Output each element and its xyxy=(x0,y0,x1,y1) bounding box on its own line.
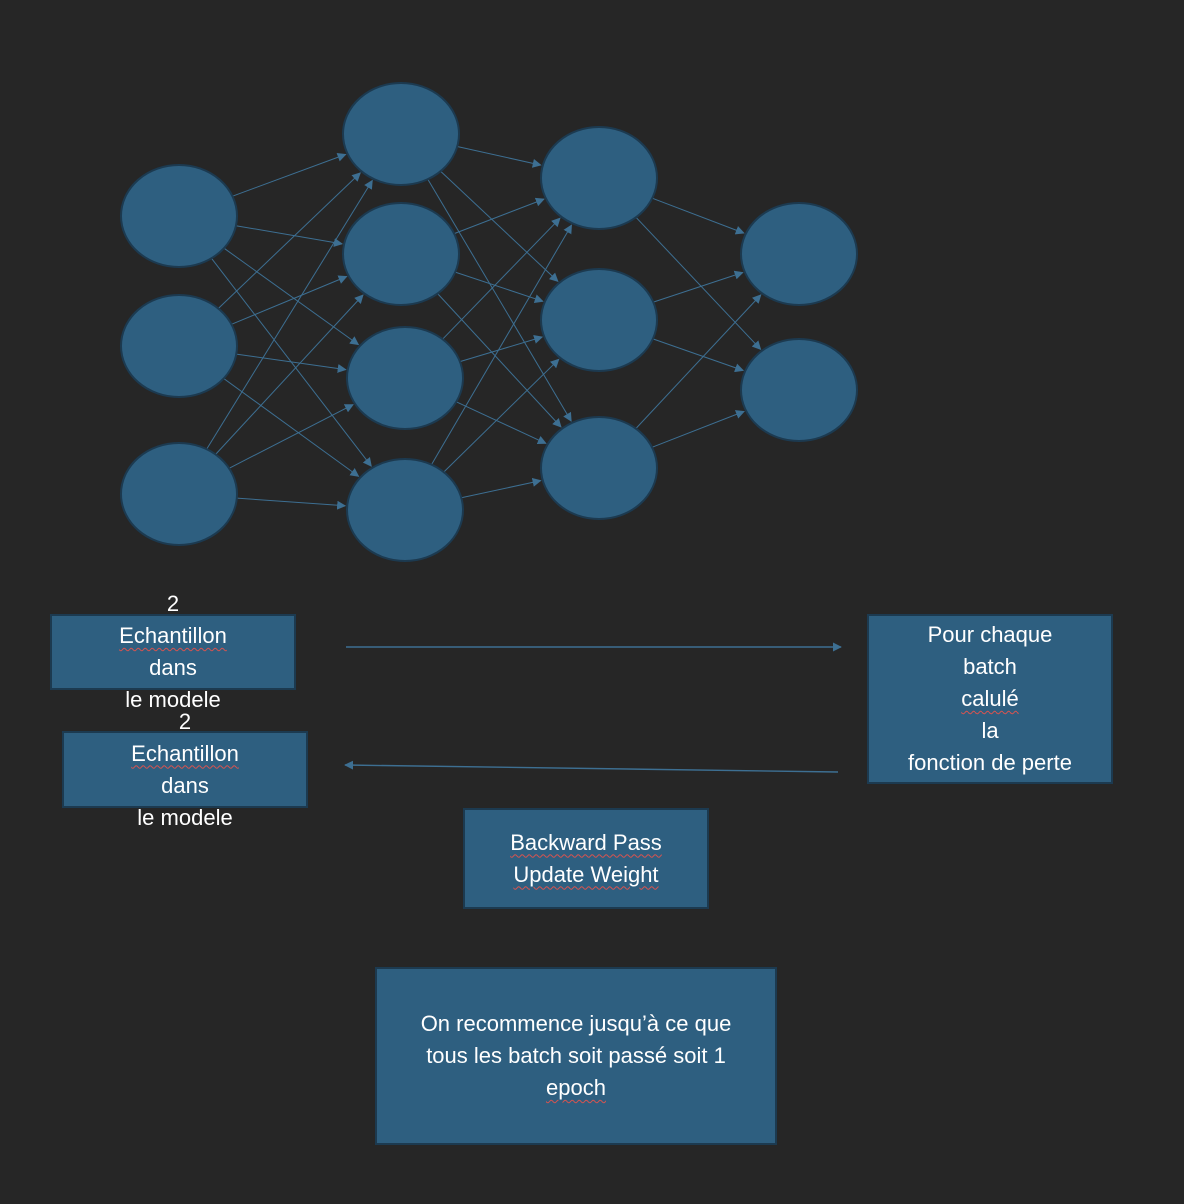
return-line2: le modele xyxy=(137,804,233,830)
epoch-line1: On recommence jusqu’à ce que xyxy=(420,1011,732,1036)
network-edges xyxy=(206,146,762,510)
edge-l1-n3-to-n0 xyxy=(431,224,572,465)
edge-l2-n1-to-n0 xyxy=(653,270,744,303)
edge-l1-n2-to-n1 xyxy=(459,335,544,363)
backward-line1: Backward Pass xyxy=(510,829,662,855)
neuron-layer3-1 xyxy=(540,126,658,230)
loss-line3: fonction de perte xyxy=(908,750,1072,775)
neuron-layer1-2 xyxy=(120,294,238,398)
edge-l1-n0-to-n1 xyxy=(440,170,559,283)
edge-l0-n1-to-n0 xyxy=(217,172,361,309)
edge-l1-n0-to-n0 xyxy=(457,146,542,168)
edge-l1-n1-to-n0 xyxy=(454,197,545,235)
forward-samples-text: 2 Echantillon dans le modele xyxy=(119,588,227,716)
neuron-layer1-1 xyxy=(120,164,238,268)
edge-l1-n1-to-n1 xyxy=(455,271,544,304)
edge-l0-n2-to-n1 xyxy=(215,294,364,455)
backward-line2: Update Weight xyxy=(513,861,659,887)
edge-l0-n1-to-n3 xyxy=(223,378,360,477)
return-arrow xyxy=(344,760,839,773)
neuron-layer4-1 xyxy=(740,202,858,306)
edge-l0-n2-to-n0 xyxy=(206,179,373,450)
neuron-layer3-2 xyxy=(540,268,658,372)
edge-l0-n2-to-n3 xyxy=(236,497,347,510)
forward-line1: 2 Echantillon dans xyxy=(119,591,227,680)
edge-l1-n3-to-n2 xyxy=(461,477,542,499)
edge-l2-n2-to-n0 xyxy=(635,294,762,429)
loss-function-text: Pour chaque batch calulé la fonction de … xyxy=(908,619,1072,779)
flow-arrows xyxy=(344,642,842,773)
neuron-layer4-2 xyxy=(740,338,858,442)
backward-pass-box: Backward Pass Update Weight xyxy=(463,808,709,909)
edge-l2-n0-to-n1 xyxy=(635,216,762,350)
return-samples-text: 2 Echantillon dans le modele xyxy=(131,706,239,834)
neuron-layer2-3 xyxy=(346,326,464,430)
edge-l2-n1-to-n1 xyxy=(652,338,745,373)
loss-line2: batch calulé la xyxy=(961,654,1019,743)
forward-samples-box: 2 Echantillon dans le modele xyxy=(50,591,296,712)
forward-line2: le modele xyxy=(125,687,221,712)
edge-l1-n0-to-n2 xyxy=(427,178,572,422)
neuron-layer1-3 xyxy=(120,442,238,546)
neuron-layer2-4 xyxy=(346,458,464,562)
edge-l1-n2-to-n0 xyxy=(442,217,561,340)
edge-l0-n0-to-n1 xyxy=(235,225,343,247)
edge-l1-n1-to-n2 xyxy=(437,293,562,428)
neuron-layer2-1 xyxy=(342,82,460,186)
edge-l1-n2-to-n2 xyxy=(456,401,547,445)
neuron-layer2-2 xyxy=(342,202,460,306)
edge-l2-n0-to-n0 xyxy=(652,197,745,235)
neuron-layer3-3 xyxy=(540,416,658,520)
backward-pass-text: Backward Pass Update Weight xyxy=(510,827,662,891)
edge-l0-n1-to-n1 xyxy=(231,275,348,325)
epoch-line2: tous les batch soit passé soit 1 xyxy=(426,1043,726,1068)
edge-l0-n0-to-n2 xyxy=(223,247,360,346)
epoch-box: On recommence jusqu’à ce que tous les ba… xyxy=(375,967,777,1145)
edge-l0-n0-to-n0 xyxy=(232,152,347,197)
edge-l0-n2-to-n2 xyxy=(228,404,354,469)
network-nodes xyxy=(120,82,858,562)
loss-line1: Pour chaque xyxy=(927,622,1053,647)
loss-function-box: Pour chaque batch calulé la fonction de … xyxy=(867,614,1113,784)
epoch-line3: epoch xyxy=(546,1075,606,1100)
edge-l0-n1-to-n2 xyxy=(236,353,347,373)
edge-l1-n3-to-n1 xyxy=(443,358,560,473)
return-samples-box: 2 Echantillon dans le modele xyxy=(62,709,308,830)
epoch-text: On recommence jusqu’à ce que tous les ba… xyxy=(421,1008,732,1104)
edge-l2-n2-to-n1 xyxy=(651,410,745,448)
return-line1: 2 Echantillon dans xyxy=(131,708,239,798)
